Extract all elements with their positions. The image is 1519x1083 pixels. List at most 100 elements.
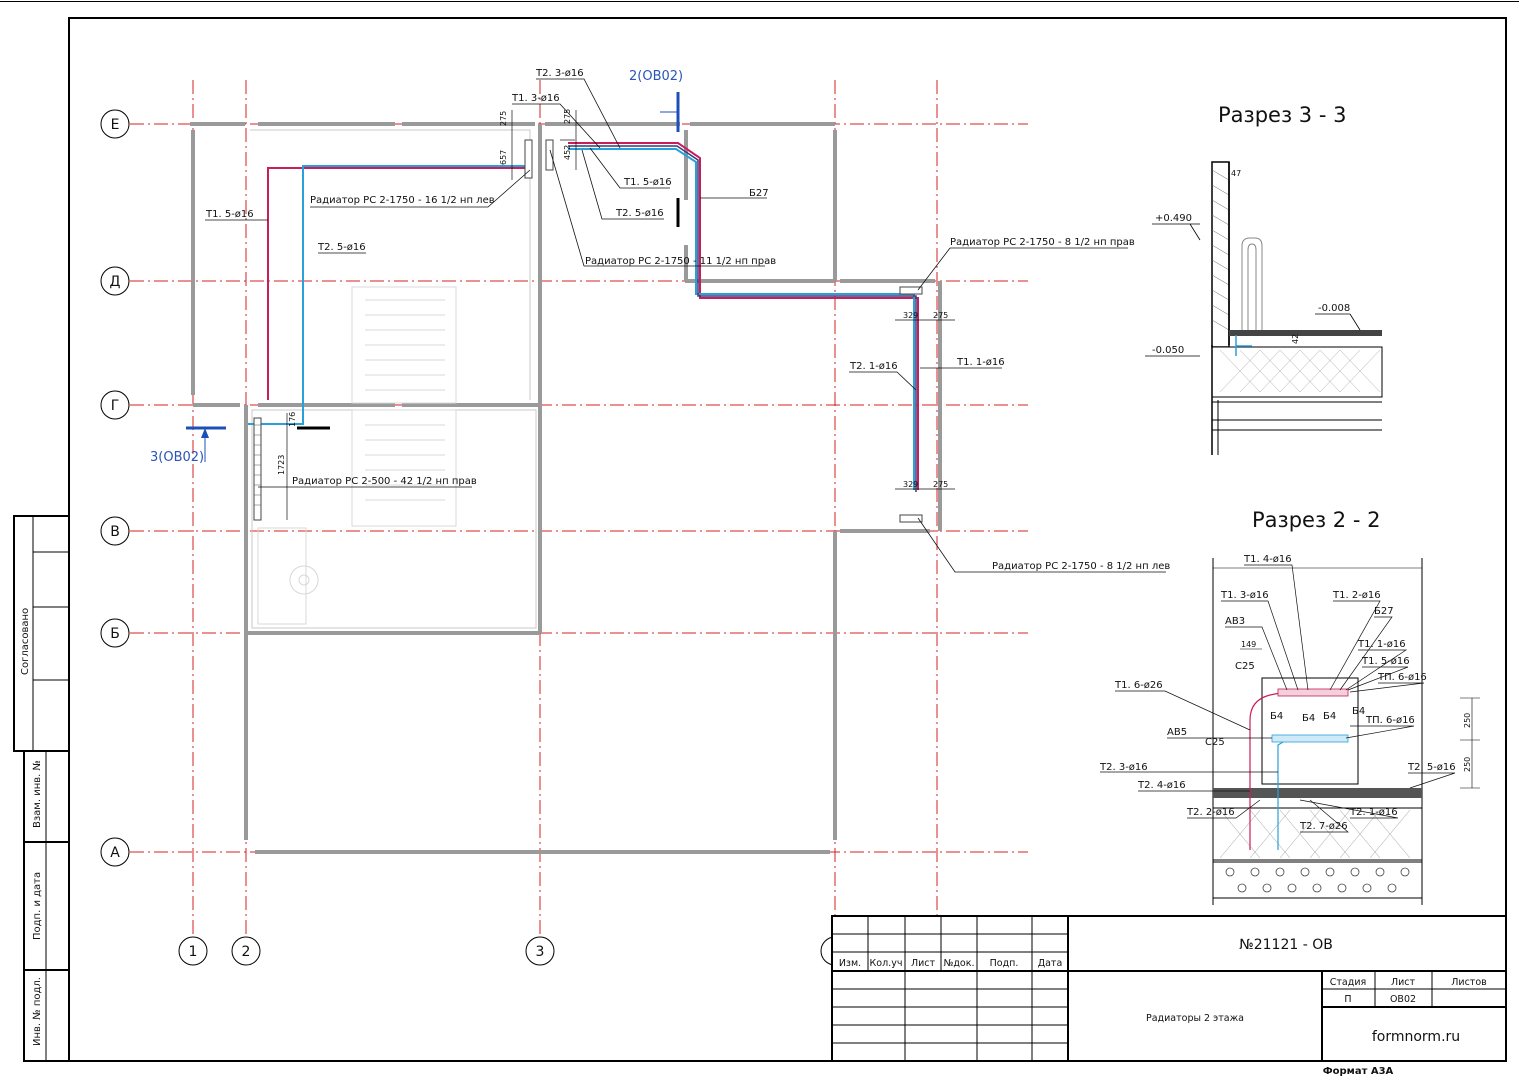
svg-text:Т2. 4-ø16: Т2. 4-ø16: [1137, 780, 1186, 791]
label-radiator-g: Радиатор РС 2-500 - 42 1/2 нп прав: [292, 476, 477, 487]
svg-text:Т2. 7-ø26: Т2. 7-ø26: [1299, 821, 1348, 832]
axis-bubble-row-a: А: [100, 837, 130, 867]
dim-452: 452: [563, 145, 572, 160]
svg-text:3: 3: [536, 944, 545, 960]
dim-275a: 275: [499, 111, 508, 126]
door-marks: [297, 198, 680, 430]
dim-1723: 1723: [277, 455, 286, 475]
svg-text:Б4: Б4: [1302, 713, 1315, 724]
left-stamp: [13, 515, 70, 1062]
label-b27: Б27: [749, 188, 769, 199]
svg-text:-0.050: -0.050: [1152, 345, 1184, 356]
svg-text:Г: Г: [111, 398, 120, 414]
label-radiator-left: Радиатор РС 2-1750 - 16 1/2 нп лев: [310, 195, 495, 206]
label-t2-3: Т2. 3-ø16: [535, 68, 584, 79]
stamp-inv-orig: Инв. № подл.: [32, 977, 43, 1046]
axis-bubble-col-2: 2: [231, 936, 261, 966]
svg-text:Т2. 1-ø16: Т2. 1-ø16: [1349, 807, 1398, 818]
svg-text:А: А: [110, 845, 120, 861]
tb-header-sign: Подп.: [990, 958, 1019, 969]
stamp-agreed: Согласовано: [20, 608, 31, 675]
label-radiator-mid: Радиатор РС 2-1750 - 11 1/2 нп прав: [585, 256, 776, 267]
axis-bubble-row-v: В: [100, 516, 130, 546]
dim-275c: 275: [933, 311, 948, 320]
svg-text:Т1. 6-ø26: Т1. 6-ø26: [1114, 680, 1163, 691]
pipe-dark: [568, 145, 917, 492]
label-t2-5-top: Т2. 5-ø16: [615, 208, 664, 219]
radiator-left-top: [524, 139, 533, 179]
svg-text:Т2. 2-ø16: Т2. 2-ø16: [1186, 807, 1235, 818]
svg-text:Т1. 4-ø16: Т1. 4-ø16: [1243, 554, 1292, 565]
section-3-3-title: Разрез 3 - 3: [1218, 103, 1346, 127]
svg-text:АВ5: АВ5: [1167, 727, 1187, 738]
axis-bubble-row-g: Г: [100, 390, 130, 420]
pipe-supply: [267, 142, 919, 490]
axis-bubble-row-d: Д: [100, 266, 130, 296]
sheet-value: ОВ02: [1390, 994, 1416, 1005]
axis-bubble-col-1: 1: [178, 936, 208, 966]
label-t2-5-left: Т2. 5-ø16: [317, 242, 366, 253]
section-mark-left: 3(ОВ02): [150, 426, 226, 465]
axis-bubble-row-e: Е: [100, 109, 130, 139]
svg-text:2(ОВ02): 2(ОВ02): [629, 69, 683, 84]
dim-329b: 329: [903, 480, 918, 489]
title-block: [831, 915, 1507, 1062]
svg-text:+0.490: +0.490: [1155, 213, 1192, 224]
label-t1-5-top: Т1. 5-ø16: [623, 177, 672, 188]
sheet-title: Радиаторы 2 этажа: [1146, 1013, 1244, 1024]
radiator-g: [253, 417, 262, 521]
tb-header-date: Дата: [1038, 958, 1063, 969]
stage-value: П: [1344, 994, 1351, 1005]
svg-text:42: 42: [1291, 334, 1300, 344]
axis-grid: [130, 80, 1028, 935]
axis-bubble-col-3: 3: [525, 936, 555, 966]
svg-text:47: 47: [1231, 169, 1241, 178]
tb-header-kol: Кол.уч: [870, 958, 903, 969]
svg-text:ТП. 6-ø16: ТП. 6-ø16: [1365, 715, 1415, 726]
label-radiator-right-top: Радиатор РС 2-1750 - 8 1/2 нп прав: [950, 237, 1135, 248]
dim-275d: 275: [933, 480, 948, 489]
label-t1-5-left: Т1. 5-ø16: [205, 209, 254, 220]
svg-text:250: 250: [1463, 713, 1472, 728]
svg-text:2: 2: [242, 944, 251, 960]
svg-text:С25: С25: [1205, 737, 1225, 748]
dim-329a: 329: [903, 311, 918, 320]
dim-275b: 275: [563, 109, 572, 124]
svg-text:149: 149: [1241, 640, 1256, 649]
section-2-2-title: Разрез 2 - 2: [1252, 508, 1380, 532]
svg-text:250: 250: [1463, 757, 1472, 772]
doc-number: №21121 - ОВ: [1239, 937, 1333, 953]
stair-outline: [257, 286, 457, 625]
svg-text:Д: Д: [110, 274, 121, 290]
tb-header-izm: Изм.: [839, 958, 861, 969]
radiator-right-bottom: [899, 514, 923, 523]
svg-text:Т1. 1-ø16: Т1. 1-ø16: [1357, 639, 1406, 650]
section-mark-top: 2(ОВ02): [629, 69, 683, 132]
radiators: [253, 139, 923, 523]
stage-label: Стадия: [1330, 977, 1366, 988]
row-axis-markers: Е Д Г В Б А: [100, 109, 130, 867]
label-radiator-right-bottom: Радиатор РС 2-1750 - 8 1/2 нп лев: [992, 561, 1170, 572]
svg-text:Т1. 5-ø16: Т1. 5-ø16: [1361, 656, 1410, 667]
svg-text:3(ОВ02): 3(ОВ02): [150, 450, 204, 465]
svg-text:-0.008: -0.008: [1318, 303, 1350, 314]
sheets-label: Листов: [1451, 977, 1487, 988]
dim-176: 176: [288, 412, 297, 427]
svg-text:Б4: Б4: [1323, 711, 1336, 722]
label-t2-1: Т2. 1-ø16: [849, 361, 898, 372]
dim-657: 657: [499, 150, 508, 165]
sheet-label: Лист: [1391, 977, 1416, 988]
svg-text:Б4: Б4: [1352, 706, 1365, 717]
svg-text:ТП. 6-ø16: ТП. 6-ø16: [1377, 672, 1427, 683]
site-logo-text: formnorm.ru: [1372, 1029, 1460, 1045]
svg-text:Т2. 5-ø16: Т2. 5-ø16: [1407, 762, 1456, 773]
svg-text:Т2. 3-ø16: Т2. 3-ø16: [1099, 762, 1148, 773]
radiator-ticks: [254, 424, 261, 506]
svg-text:Т1. 2-ø16: Т1. 2-ø16: [1332, 590, 1381, 601]
section-3-3: Разрез 3 - 3 +0.490 -0.008 -0.050 47 42: [1145, 103, 1383, 455]
plan-leaders: [205, 78, 1166, 573]
tb-header-doc: №док.: [943, 958, 974, 969]
stamp-inv-replace: Взам. инв. №: [32, 760, 43, 828]
